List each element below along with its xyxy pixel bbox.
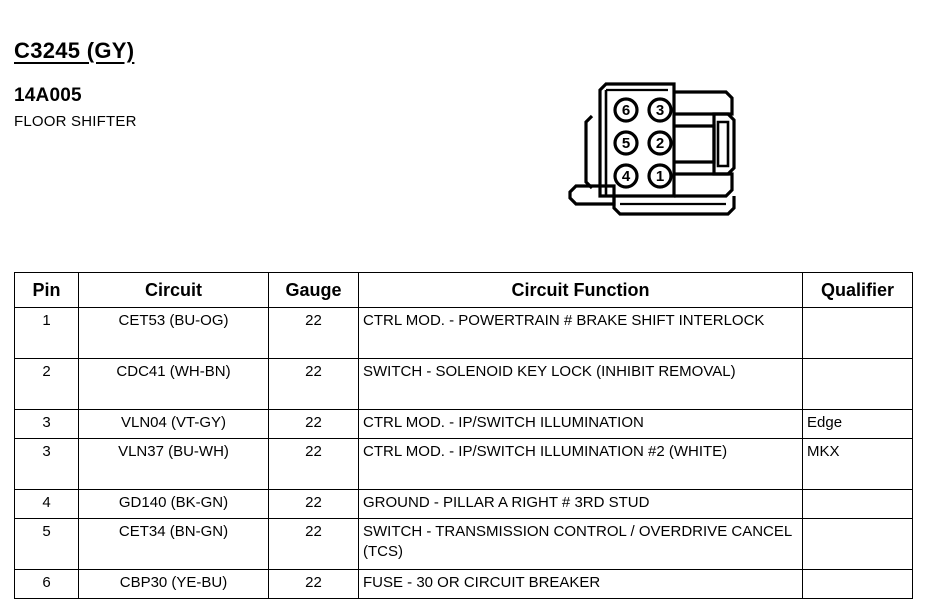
pin-label-1: 1 — [656, 168, 664, 185]
column-header-qualifier: Qualifier — [802, 272, 913, 308]
table-header-row: Pin Circuit Gauge Circuit Function Quali… — [14, 272, 913, 308]
cell-pin: 6 — [14, 569, 79, 599]
column-header-gauge: Gauge — [268, 272, 359, 308]
connector-header: C3245 (GY) 14A005 FLOOR SHIFTER — [14, 38, 136, 130]
column-header-circuit: Circuit — [78, 272, 269, 308]
pin-label-3: 3 — [656, 102, 664, 119]
cell-qualifier — [802, 518, 913, 570]
cell-qualifier: MKX — [802, 438, 913, 490]
cell-pin: 2 — [14, 358, 79, 410]
pin-label-2: 2 — [656, 135, 664, 152]
cell-qualifier — [802, 307, 913, 359]
cell-qualifier — [802, 569, 913, 599]
pin-label-6: 6 — [622, 102, 630, 119]
cell-gauge: 22 — [268, 358, 359, 410]
cell-pin: 3 — [14, 438, 79, 490]
cell-pin: 4 — [14, 489, 79, 519]
cell-qualifier — [802, 489, 913, 519]
cell-function: CTRL MOD. - POWERTRAIN # BRAKE SHIFT INT… — [358, 307, 803, 359]
pin-circle-1 — [647, 163, 673, 189]
cell-pin: 1 — [14, 307, 79, 359]
cell-circuit: VLN04 (VT-GY) — [78, 409, 269, 439]
cell-function: CTRL MOD. - IP/SWITCH ILLUMINATION #2 (W… — [358, 438, 803, 490]
cell-gauge: 22 — [268, 518, 359, 570]
cell-function: GROUND - PILLAR A RIGHT # 3RD STUD — [358, 489, 803, 519]
pin-circle-4 — [613, 163, 639, 189]
cell-circuit: VLN37 (BU-WH) — [78, 438, 269, 490]
pin-circle-6 — [613, 97, 639, 123]
connector-drawing: 6 3 5 2 4 1 — [568, 82, 736, 216]
cell-circuit: CET53 (BU-OG) — [78, 307, 269, 359]
cell-function: CTRL MOD. - IP/SWITCH ILLUMINATION — [358, 409, 803, 439]
cell-function: SWITCH - TRANSMISSION CONTROL / OVERDRIV… — [358, 518, 803, 570]
cell-gauge: 22 — [268, 489, 359, 519]
pin-label-4: 4 — [622, 168, 631, 185]
cell-circuit: CBP30 (YE-BU) — [78, 569, 269, 599]
cell-qualifier: Edge — [802, 409, 913, 439]
pin-circle-3 — [647, 97, 673, 123]
cell-gauge: 22 — [268, 569, 359, 599]
part-number: 14A005 — [14, 85, 82, 106]
cell-qualifier — [802, 358, 913, 410]
column-header-function: Circuit Function — [358, 272, 803, 308]
cell-gauge: 22 — [268, 409, 359, 439]
cell-gauge: 22 — [268, 438, 359, 490]
cell-circuit: GD140 (BK-GN) — [78, 489, 269, 519]
cell-gauge: 22 — [268, 307, 359, 359]
pinout-table: Pin Circuit Gauge Circuit Function Quali… — [14, 272, 913, 599]
pin-circle-2 — [647, 130, 673, 156]
component-name: FLOOR SHIFTER — [14, 113, 137, 130]
cell-function: FUSE - 30 OR CIRCUIT BREAKER — [358, 569, 803, 599]
cell-circuit: CDC41 (WH-BN) — [78, 358, 269, 410]
cell-pin: 3 — [14, 409, 79, 439]
column-header-pin: Pin — [14, 272, 79, 308]
connector-id-title: C3245 (GY) — [14, 38, 135, 63]
cell-circuit: CET34 (BN-GN) — [78, 518, 269, 570]
cell-function: SWITCH - SOLENOID KEY LOCK (INHIBIT REMO… — [358, 358, 803, 410]
pin-circle-5 — [613, 130, 639, 156]
pin-label-5: 5 — [622, 135, 630, 152]
connector-6-pin-icon: 6 3 5 2 4 1 — [556, 70, 786, 220]
cell-pin: 5 — [14, 518, 79, 570]
